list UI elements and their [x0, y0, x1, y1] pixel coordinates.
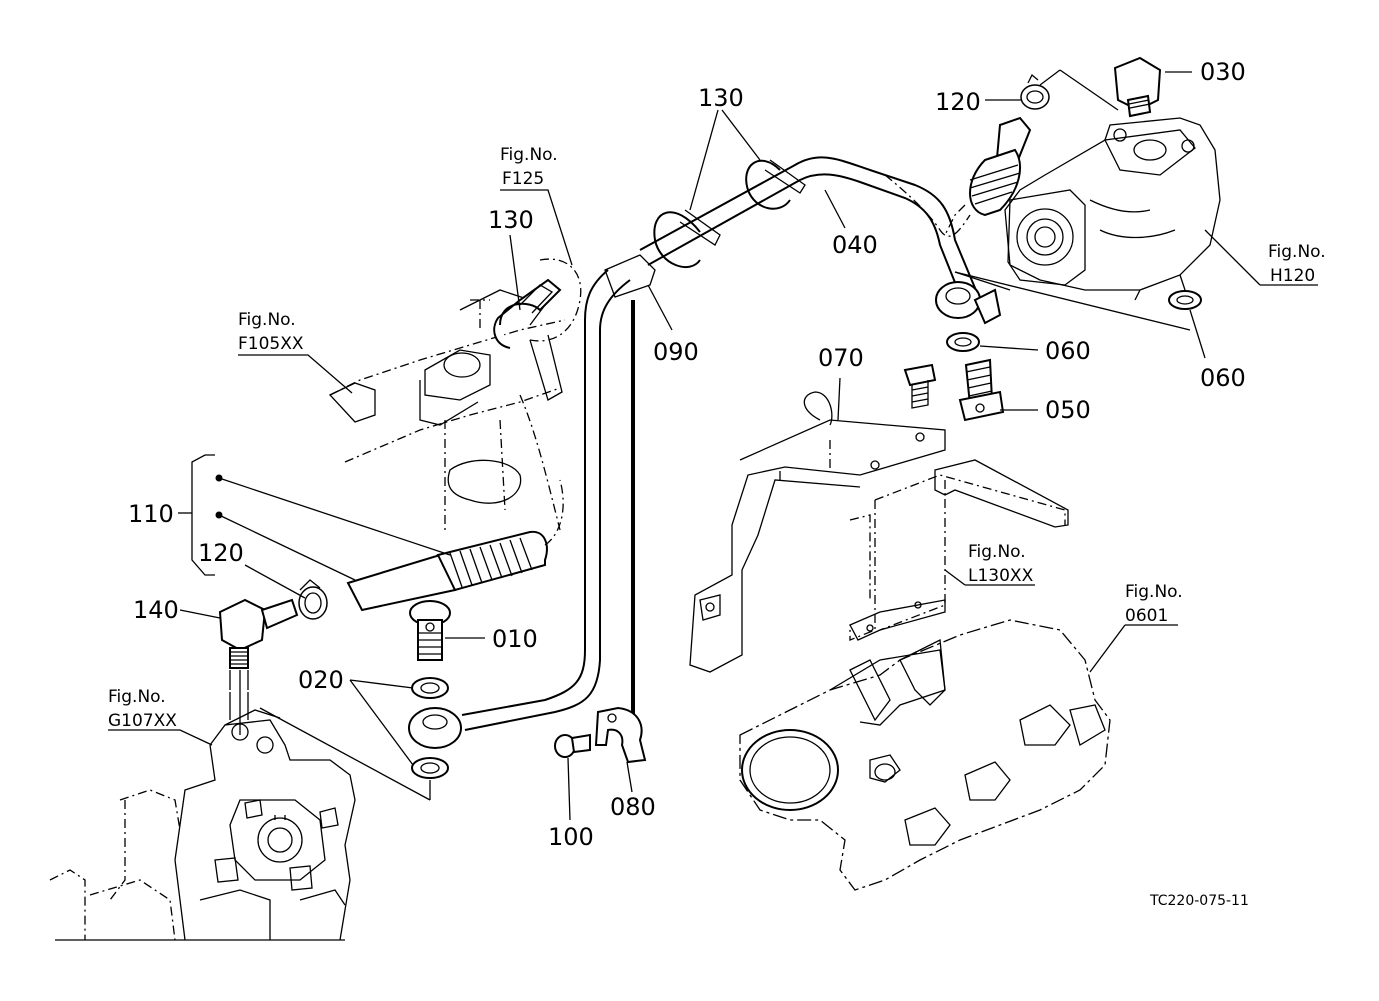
engine-block-outline — [328, 258, 582, 531]
fig-ref-f105-title: Fig.No. — [238, 310, 296, 330]
pipe-040 — [639, 156, 981, 301]
washer-020-top — [411, 677, 449, 699]
banjo-bolt-050 — [958, 358, 1005, 422]
washer-060-right — [1168, 290, 1202, 310]
clamp-130-left — [493, 278, 563, 401]
label-060-right: 060 — [1200, 364, 1246, 392]
label-120-left: 120 — [198, 539, 244, 567]
figure-references: Fig.No. F125 Fig.No. F105XX Fig.No. H120… — [108, 145, 1326, 731]
washer-060-left — [946, 332, 980, 352]
banjo-fitting — [408, 707, 462, 749]
label-070: 070 — [818, 344, 864, 372]
label-010: 010 — [492, 625, 538, 653]
label-060-left: 060 — [1045, 337, 1091, 365]
elbow-030 — [1113, 56, 1162, 118]
hose-110 — [346, 479, 564, 612]
intake-manifold-0601 — [739, 619, 1111, 891]
fig-ref-h120-code: H120 — [1270, 266, 1315, 286]
fig-ref-f125-title: Fig.No. — [500, 145, 558, 165]
label-130-top: 130 — [698, 84, 744, 112]
label-090: 090 — [653, 338, 699, 366]
label-040: 040 — [832, 231, 878, 259]
label-100: 100 — [548, 823, 594, 851]
fig-ref-f105-code: F105XX — [238, 334, 304, 354]
label-020: 020 — [298, 666, 344, 694]
fig-ref-f125-code: F125 — [502, 169, 544, 189]
fig-ref-0601-code: 0601 — [1125, 606, 1168, 626]
bracket-070 — [689, 391, 946, 673]
banjo-fitting-pump — [935, 281, 1002, 325]
fig-ref-g107-title: Fig.No. — [108, 687, 166, 707]
fig-ref-l130-title: Fig.No. — [968, 542, 1026, 562]
label-110: 110 — [128, 500, 174, 528]
label-140: 140 — [133, 596, 179, 624]
pump-hose — [944, 116, 1032, 236]
valve-block-g107xx — [49, 709, 356, 941]
hydraulic-pump-h120 — [1004, 117, 1221, 301]
label-080: 080 — [610, 793, 656, 821]
fig-ref-h120-title: Fig.No. — [1268, 242, 1326, 262]
clamp-120-top — [1020, 73, 1050, 110]
fig-ref-l130-code: L130XX — [968, 566, 1034, 586]
pipe-090 — [461, 254, 656, 731]
banjo-bolt-010 — [409, 600, 451, 661]
clamp-120-left — [298, 579, 328, 620]
leader-lines — [108, 69, 1318, 821]
part-labels: 130 130 120 030 040 090 070 060 060 050 … — [128, 58, 1246, 851]
label-130-left: 130 — [488, 206, 534, 234]
manifold-fitting — [229, 670, 249, 735]
washer-020-bottom — [411, 757, 449, 779]
elbow-140 — [218, 598, 299, 669]
drawing-code: TC220-075-11 — [1149, 893, 1249, 909]
fig-ref-0601-title: Fig.No. — [1125, 582, 1183, 602]
label-050: 050 — [1045, 396, 1091, 424]
label-120-top: 120 — [935, 88, 981, 116]
label-030: 030 — [1200, 58, 1246, 86]
bolt-100 — [554, 733, 591, 758]
stud-bolt — [903, 363, 937, 409]
clamp-080 — [594, 706, 647, 764]
fig-ref-g107-code: G107XX — [108, 711, 177, 731]
bracket-l130xx — [849, 459, 1069, 641]
clamp-130-top — [653, 159, 806, 269]
